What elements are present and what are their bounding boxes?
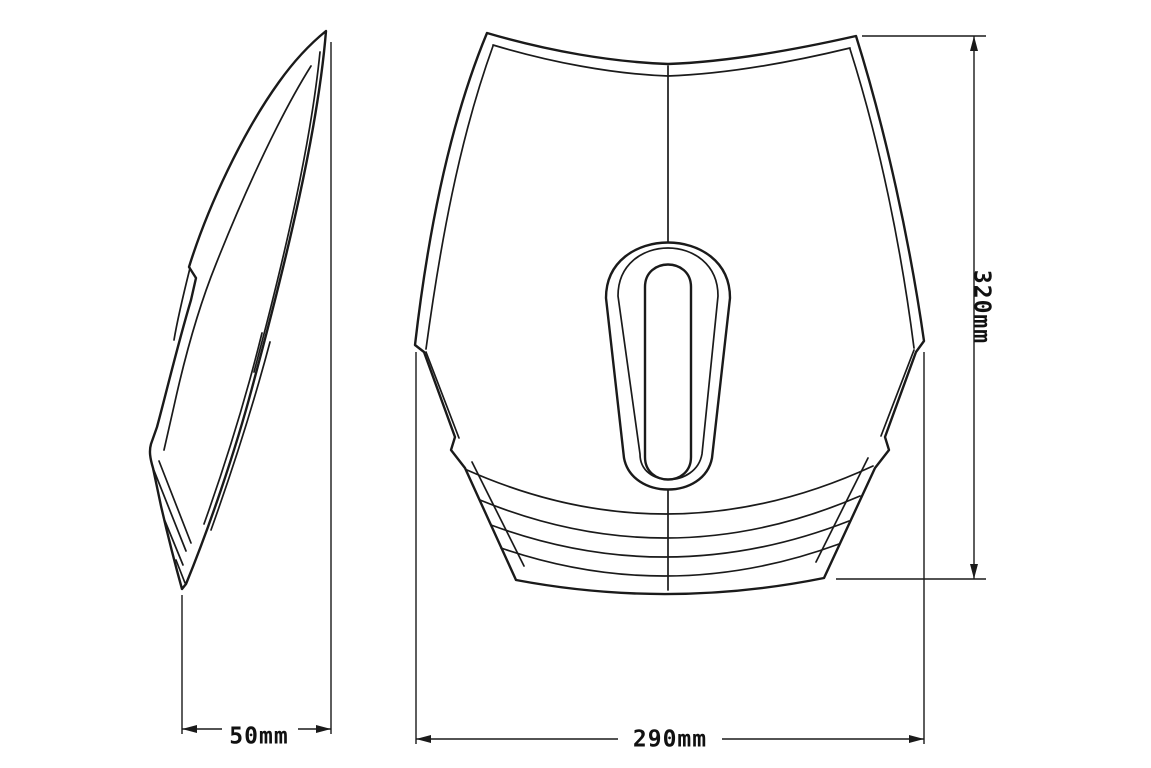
front-view-lower-band-arc-2 (479, 495, 861, 539)
front-view-left-wing-line-a (425, 351, 460, 439)
height-dimension-label: 320mm (969, 270, 995, 344)
side-view-fold-line-b (210, 341, 271, 531)
front-view-right-wing-line-a (880, 349, 915, 437)
keyhole-slot-outline (643, 263, 693, 481)
front-view-lower-band-arc-4 (500, 543, 840, 577)
dimension-width: 290mm (415, 352, 925, 753)
side-view-tip-line (175, 559, 186, 584)
side-view-fold-line-a (203, 332, 263, 525)
depth-arrow-left (182, 725, 197, 733)
width-dimension-label: 290mm (633, 727, 707, 753)
side-view-foot-line-c (164, 520, 184, 566)
front-view-outline (413, 31, 926, 596)
front-view-left-wing-line-b (471, 461, 525, 567)
side-view-foot-line-a (152, 467, 187, 552)
front-view-lower-band-arc-3 (490, 520, 850, 558)
width-arrow-right (909, 735, 924, 743)
front-view-right-wing-line-b (815, 457, 869, 563)
side-profile-view (148, 29, 328, 591)
depth-dimension-label: 50mm (229, 724, 288, 750)
dimension-height: 320mm (836, 35, 995, 580)
front-view-right-thickness-line (849, 48, 915, 349)
height-arrow-bottom (970, 564, 978, 579)
front-view-left-thickness-line (425, 45, 494, 350)
front-view-top-thickness-line (492, 44, 851, 77)
side-view-foot-line-b (158, 460, 192, 544)
dimension-depth: 50mm (181, 42, 332, 750)
front-view (413, 31, 926, 596)
height-arrow-top (970, 36, 978, 51)
width-arrow-left (416, 735, 431, 743)
front-view-lower-band-arc-1 (466, 465, 874, 515)
depth-arrow-right (316, 725, 331, 733)
side-view-notch-line (173, 267, 191, 341)
side-view-front-thickness-line (163, 65, 312, 451)
side-view-back-thickness-line (253, 51, 321, 373)
